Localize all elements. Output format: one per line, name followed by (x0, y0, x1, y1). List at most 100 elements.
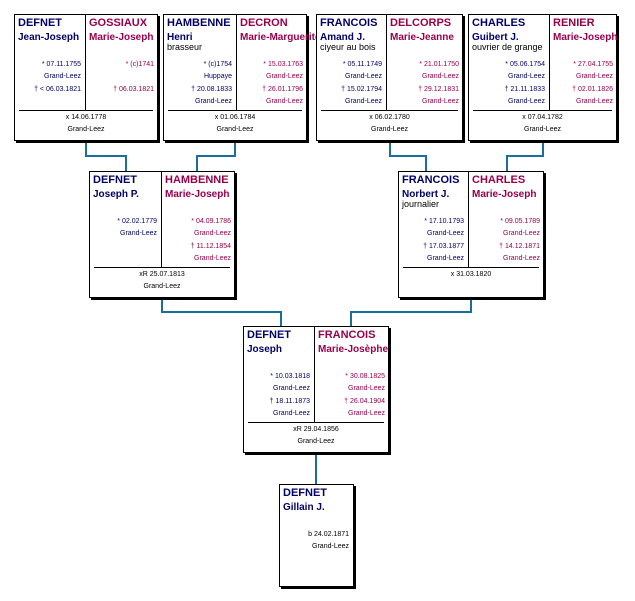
husband-event: Grand-Leez (273, 385, 310, 392)
marriage-event: Grand-Leez (216, 126, 254, 133)
marriage-event: x 14.06.1778 (65, 114, 107, 121)
wife-given-name: Marie-Joseph (89, 32, 154, 43)
husband-event: * 17.10.1793 (424, 218, 464, 225)
husband-column: FRANCOIS Amand J.ciyeur au bois * 05.11.17… (317, 15, 386, 110)
husband-surname: DEFNET (93, 174, 137, 186)
wife-event: Grand-Leez (194, 230, 231, 237)
marriage-divider (168, 110, 302, 111)
husband-event: † 18.11.1873 (269, 398, 310, 405)
husband-given-name: Joseph (247, 344, 283, 355)
wife-event: Grand-Leez (576, 98, 613, 105)
marriage-event: x 31.03.1820 (450, 271, 492, 278)
wife-surname: CHARLES (472, 174, 526, 186)
person-given-name: Gillain J. (283, 502, 325, 513)
husband-event: Grand-Leez (44, 73, 81, 80)
wife-event: Grand-Leez (348, 410, 385, 417)
connector-hambenne-to-child (161, 298, 282, 326)
husband-event: Grand-Leez (427, 255, 464, 262)
person-event: b 24.02.1871 (308, 531, 349, 538)
husband-event: † < 06.03.1821 (34, 86, 81, 93)
husband-event: Grand-Leez (345, 98, 382, 105)
wife-event: Grand-Leez (503, 255, 540, 262)
marriage-divider (321, 110, 458, 111)
wife-surname: FRANCOIS (318, 329, 376, 341)
husband-event: Grand-Leez (345, 73, 382, 80)
husband-event: * 05.06.1754 (505, 61, 545, 68)
husband-surname: CHARLES (472, 17, 526, 29)
marriage-divider (473, 110, 612, 111)
person-surname: DEFNET (283, 487, 327, 499)
husband-given-name: Jean-Joseph (18, 32, 80, 43)
connector-charles-to-child (350, 298, 472, 326)
wife-event: Grand-Leez (266, 73, 303, 80)
wife-given-name: Marie-Marguerite (240, 32, 321, 43)
marriage-event: xR 25.07.1813 (139, 271, 185, 278)
wife-event: * (c)1741 (125, 61, 154, 68)
wife-given-name: Marie-Jeanne (390, 32, 454, 43)
marriage-event: Grand-Leez (143, 283, 181, 290)
husband-event: * 07.11.1755 (41, 61, 81, 68)
husband-event: † 17.03.1877 (423, 243, 464, 250)
wife-event: Grand-Leez (266, 98, 303, 105)
wife-event: † 14.12.1871 (499, 243, 540, 250)
marriage-event: Grand-Leez (297, 438, 335, 445)
wife-given-name: Marie-Josèphe (318, 344, 389, 355)
wife-surname: DELCORPS (390, 17, 452, 29)
husband-event: † 20.08.1833 (191, 86, 232, 93)
husband-event: Huppaye (203, 73, 232, 80)
wife-event: † 02.01.1826 (572, 86, 613, 93)
wife-given-name: Marie-Joseph (553, 32, 618, 43)
marriage-event: xR 29.04.1856 (293, 426, 339, 433)
wife-event: * 27.04.1755 (573, 61, 613, 68)
connector-delcorps-to-child (389, 141, 427, 171)
wife-event: † 26.04.1904 (344, 398, 385, 405)
husband-given-name: Amand J. (320, 32, 366, 43)
marriage-event: Grand-Leez (67, 126, 105, 133)
wife-event: Grand-Leez (422, 73, 459, 80)
husband-occupation: ciyeur au bois (320, 42, 376, 52)
husband-surname: FRANCOIS (402, 174, 460, 186)
marriage-divider (403, 267, 539, 268)
husband-occupation: brasseur (167, 42, 203, 52)
person-event: Grand-Leez (312, 543, 349, 550)
husband-occupation: journalier (402, 199, 440, 209)
marriage-event: Grand-Leez (371, 126, 408, 133)
husband-surname: DEFNET (18, 17, 62, 29)
husband-event: Grand-Leez (508, 73, 545, 80)
husband-given-name: Henri (167, 32, 193, 43)
marriage-divider (94, 267, 230, 268)
husband-event: Grand-Leez (195, 98, 232, 105)
wife-given-name: Marie-Joseph (472, 189, 537, 200)
marriage-event: x 06.02.1780 (369, 114, 410, 121)
couple-box-francois-delcorps: FRANCOIS Amand J.ciyeur au bois * 05.11.17… (316, 14, 463, 141)
marriage-event: x 07.04.1782 (522, 114, 563, 121)
marriage-event: x 01.06.1784 (214, 114, 256, 121)
wife-event: Grand-Leez (348, 385, 385, 392)
husband-event: Grand-Leez (273, 410, 310, 417)
husband-event: * 05.11.1749 (342, 61, 382, 68)
wife-given-name: Marie-Joseph (165, 189, 230, 200)
wife-surname: DECRON (240, 17, 288, 29)
husband-surname: HAMBENNE (167, 17, 231, 29)
husband-event: * 10.03.1818 (270, 373, 310, 380)
husband-surname: FRANCOIS (320, 17, 378, 29)
wife-event: † 11.12.1854 (190, 243, 231, 250)
